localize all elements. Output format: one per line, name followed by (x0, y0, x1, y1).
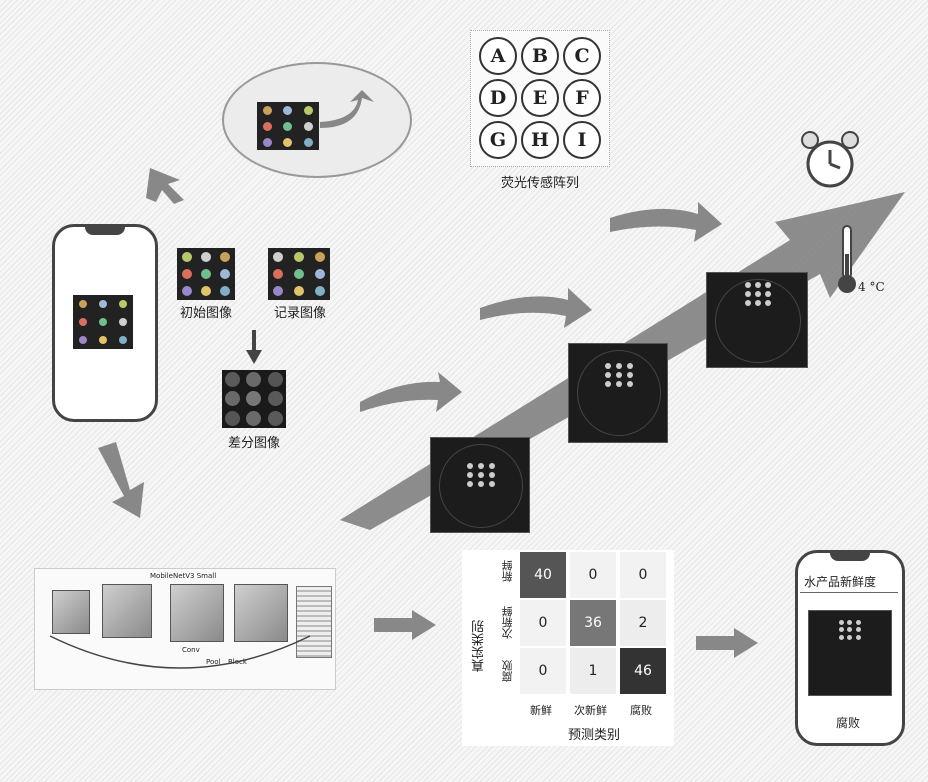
result-sample-photo (808, 610, 892, 696)
cm-cell: 0 (570, 552, 616, 598)
arrow-to-matrix (372, 608, 440, 642)
initial-image-caption: 初始图像 (168, 302, 244, 321)
dish-sensor-array (257, 102, 319, 150)
cm-row-label-0: 新鲜 (500, 560, 516, 582)
arrow-to-model (90, 440, 150, 520)
result-title: 水产品新鲜度 (804, 573, 876, 590)
cm-cell: 1 (570, 648, 616, 694)
phone-sensor-image (73, 295, 133, 349)
sample-photo-day-0 (430, 437, 530, 533)
sample-photo-day-1 (568, 343, 668, 443)
cnn-title: MobileNetV3 Small (150, 572, 216, 580)
dish-rotate-arrow (318, 88, 378, 138)
initial-image (177, 248, 235, 300)
sensor-array-panel: A B C D E F G H I (470, 30, 610, 167)
difference-image-caption: 差分图像 (214, 432, 294, 451)
arrow-to-result (694, 626, 762, 660)
cnn-connector-arc (40, 630, 320, 690)
cm-cell: 0 (520, 648, 566, 694)
cm-cell: 0 (620, 552, 666, 598)
sensor-e: E (521, 79, 559, 117)
result-divider (800, 592, 898, 593)
sample-photo-day-2 (706, 272, 808, 368)
sensor-f: F (563, 79, 601, 117)
cm-x-title: 预测类别 (568, 724, 620, 743)
cnn-input-layer (52, 590, 90, 634)
result-label: 腐败 (836, 714, 860, 731)
cm-cell: 40 (520, 552, 566, 598)
arrow-to-phone (140, 160, 190, 205)
cm-cell: 0 (520, 600, 566, 646)
cm-col-label-0: 新鲜 (530, 702, 552, 718)
cm-cell: 46 (620, 648, 666, 694)
difference-image (222, 370, 286, 428)
thermometer-icon (834, 224, 860, 296)
down-arrow (244, 330, 264, 366)
cm-y-title: 真实类别 (470, 620, 489, 672)
alarm-clock-icon (798, 128, 862, 192)
temperature-label: 4 °C (858, 280, 885, 294)
sensor-c: C (563, 37, 601, 75)
cm-row-label-1: 次新鲜 (500, 606, 516, 639)
cm-col-label-1: 次新鲜 (574, 702, 607, 718)
sensor-b: B (521, 37, 559, 75)
cm-col-label-2: 腐败 (630, 702, 652, 718)
cm-cell: 36 (570, 600, 616, 646)
storage-time-arrow (320, 150, 910, 530)
cm-cell: 2 (620, 600, 666, 646)
sensor-d: D (479, 79, 517, 117)
cm-row-label-2: 腐败 (500, 660, 516, 682)
sensor-a: A (479, 37, 517, 75)
